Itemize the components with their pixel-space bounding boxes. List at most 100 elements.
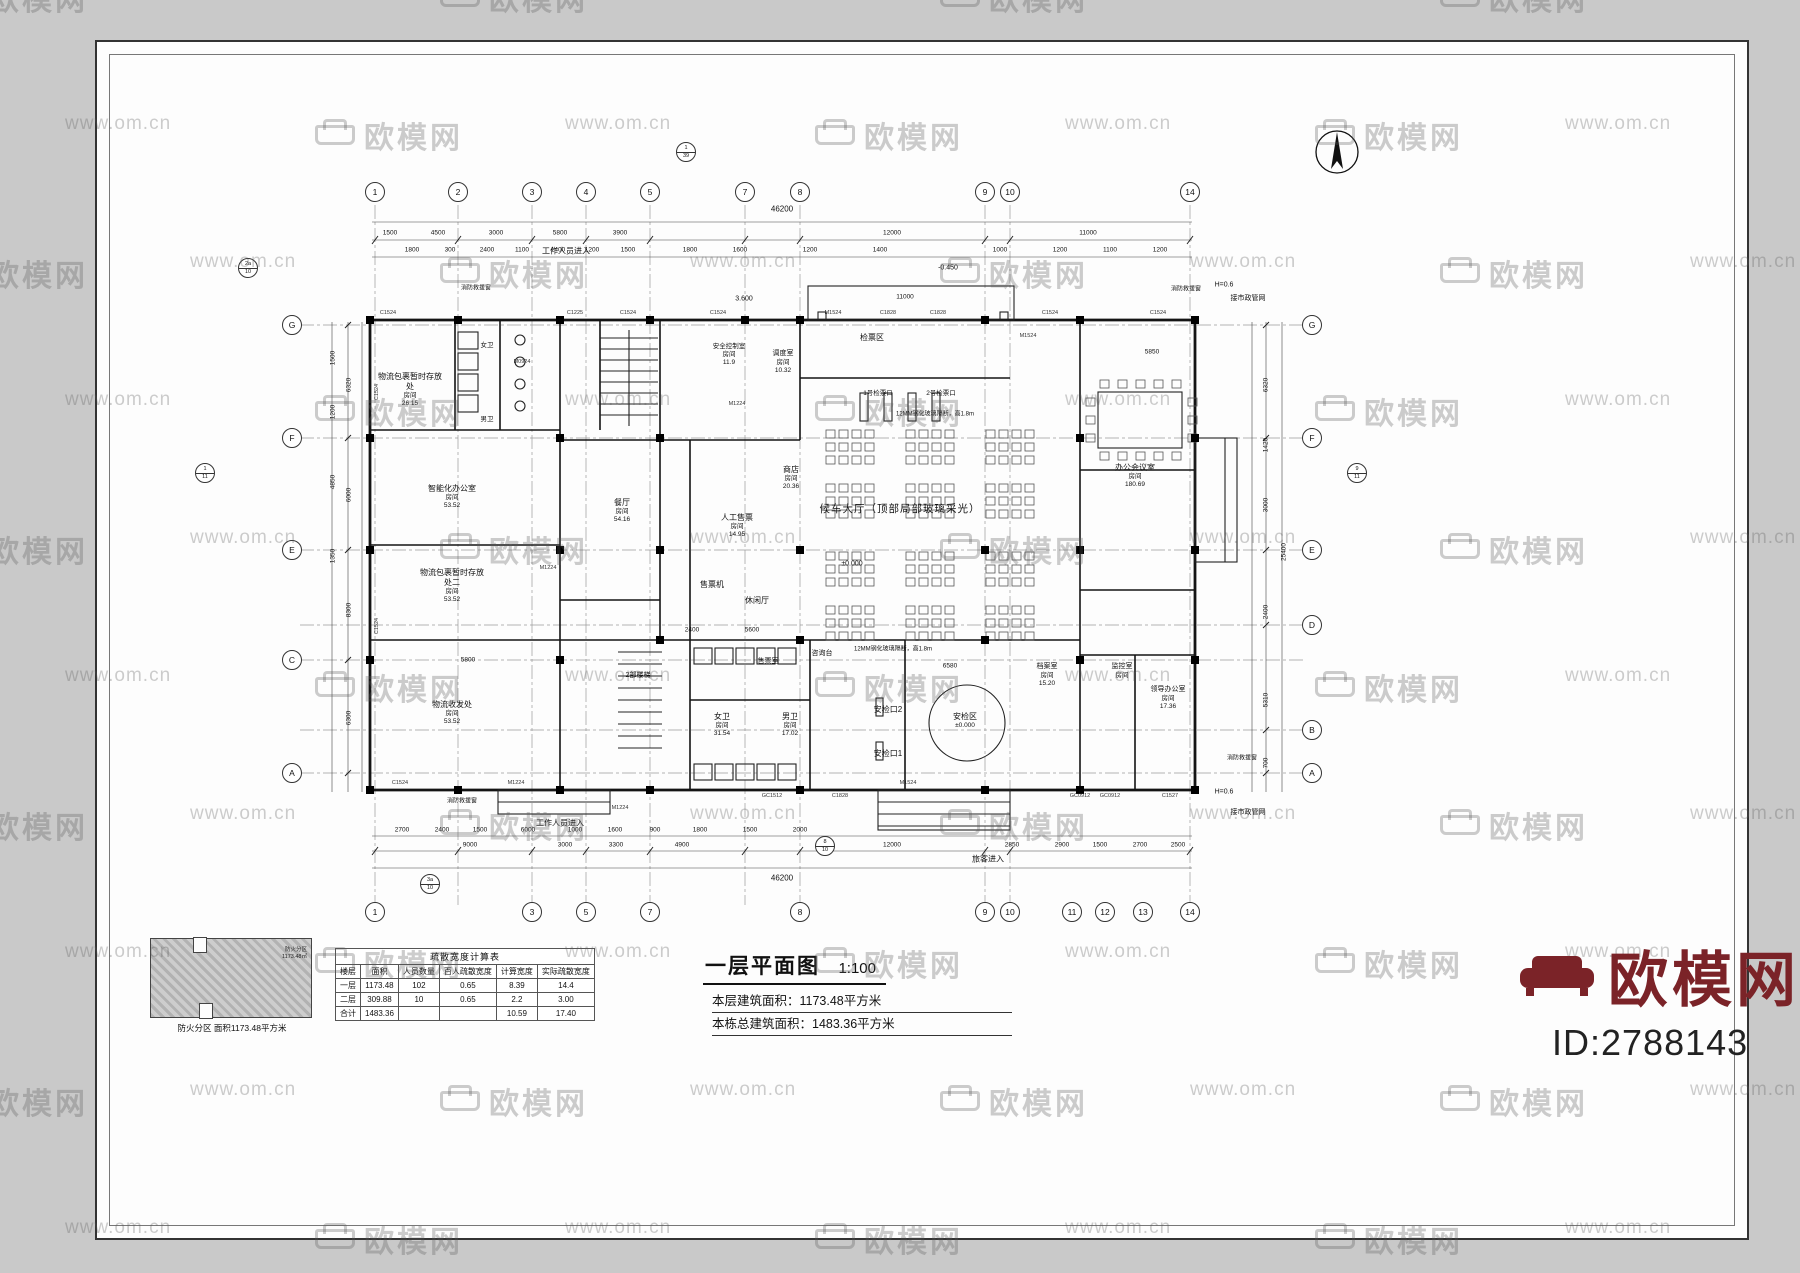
door-window-tag: C1524 bbox=[1041, 310, 1059, 316]
dim-label: 12000 bbox=[882, 841, 902, 849]
dim-label: 6580 bbox=[942, 662, 958, 670]
dim-label: 2700 bbox=[394, 826, 410, 834]
dim-label: 1200 bbox=[1052, 246, 1068, 254]
table-cell: 17.40 bbox=[536, 1006, 595, 1021]
north-arrow-icon bbox=[1315, 130, 1359, 174]
grid-bubble: 13 bbox=[1133, 902, 1153, 922]
room-label: 安检区±0.000 bbox=[953, 712, 977, 729]
grid-bubble: E bbox=[1302, 540, 1322, 560]
table-cell: 1483.36 bbox=[360, 1006, 399, 1021]
room-label: 售票机 bbox=[700, 580, 724, 589]
dim-label: 1800 bbox=[404, 246, 420, 254]
door-window-tag: M1224 bbox=[539, 565, 557, 571]
door-window-tag: C1524 bbox=[1149, 310, 1167, 316]
grid-bubble: F bbox=[282, 428, 302, 448]
title-text: 一层平面图 bbox=[705, 955, 820, 978]
door-window-tag: C1828 bbox=[929, 310, 947, 316]
fire-zone-key-plan: 防火分区 1173.48㎡ bbox=[150, 937, 312, 1019]
door-window-tag: M1524 bbox=[824, 310, 842, 316]
dim-label: 4900 bbox=[674, 841, 690, 849]
fire-rescue-window-note: 消防救援窗 bbox=[460, 285, 492, 292]
dim-label: 1800 bbox=[682, 246, 698, 254]
door-window-tag: C1524 bbox=[379, 310, 397, 316]
elevation-label: ±0.000 bbox=[841, 560, 863, 568]
door-window-tag: M1224 bbox=[611, 805, 629, 811]
structures bbox=[457, 285, 1238, 831]
door-window-tag: C1524 bbox=[619, 310, 637, 316]
site-logo-text: 欧模网 bbox=[1608, 947, 1800, 1014]
site-logo[interactable]: 欧模网 bbox=[1518, 932, 1800, 1019]
dim-label: 1500 bbox=[1092, 841, 1108, 849]
grid-bubble: 11 bbox=[1062, 902, 1082, 922]
dimension-lines bbox=[331, 221, 1283, 869]
glass-partition-note: 12MM钢化玻璃隔断，高1.8m bbox=[853, 646, 933, 653]
dim-label: 5310 bbox=[1262, 692, 1270, 708]
table-row: 二层 309.88 10 0.65 2.2 3.00 bbox=[335, 992, 595, 1007]
grid-bubble: 10 bbox=[1000, 902, 1020, 922]
room-label: 男卫 bbox=[480, 416, 494, 423]
dim-label: 900 bbox=[649, 826, 661, 834]
dim-label: 8300 bbox=[345, 602, 353, 618]
waiting-seats bbox=[825, 429, 1035, 641]
room-label: 监控室房间 bbox=[1111, 663, 1133, 679]
table-header: 实际疏散宽度 bbox=[536, 964, 595, 979]
table-cell: 二层 bbox=[335, 992, 361, 1007]
total-area-note: 本栋总建筑面积：1483.36平方米 bbox=[712, 1013, 1012, 1036]
table-header: 面积 bbox=[360, 964, 399, 979]
dim-label: 1000 bbox=[567, 826, 583, 834]
table-header: 计算宽度 bbox=[495, 964, 538, 979]
elevation-label: -0.450 bbox=[938, 264, 958, 272]
dim-label: 5850 bbox=[1144, 348, 1160, 356]
dim-label: 3900 bbox=[612, 229, 628, 237]
dim-label: 2000 bbox=[792, 826, 808, 834]
door-window-tag: M1224 bbox=[507, 780, 525, 786]
dim-label: 2400 bbox=[434, 826, 450, 834]
door-window-tag: C1527 bbox=[1161, 793, 1179, 799]
room-label: 检票区 bbox=[860, 333, 884, 342]
grid-bubble: 10 bbox=[1000, 182, 1020, 202]
table-cell: 14.4 bbox=[536, 978, 595, 993]
dim-label: 1200 bbox=[584, 246, 600, 254]
grid-bubble: 12 bbox=[1095, 902, 1115, 922]
dim-label: 1200 bbox=[1152, 246, 1168, 254]
table-header: 人员数量 bbox=[397, 964, 440, 979]
grid-bubble: D bbox=[1302, 615, 1322, 635]
dim-label: 1500 bbox=[329, 350, 337, 366]
door-window-tag: M0924 bbox=[513, 359, 531, 365]
door-window-tag: C1225 bbox=[566, 310, 584, 316]
room-label: 休闲厅 bbox=[745, 596, 769, 605]
table-cell: 10.59 bbox=[495, 1006, 538, 1021]
grid-bubble: B bbox=[1302, 720, 1322, 740]
room-label: 售票室 bbox=[757, 658, 779, 665]
dim-label: 3000 bbox=[1262, 497, 1270, 513]
dim-label: 2850 bbox=[1004, 841, 1020, 849]
fire-rescue-window-note: 消防救援窗 bbox=[1170, 286, 1202, 293]
table-cell: 2.2 bbox=[495, 992, 538, 1007]
dim-label: 3000 bbox=[488, 229, 504, 237]
municipal-network-note: 接市政管网 bbox=[1230, 295, 1266, 302]
room-label: 候车大厅（顶部局部玻璃采光） bbox=[819, 503, 981, 515]
glass-partition-note: 12MM钢化玻璃隔断，高1.8m bbox=[895, 411, 975, 418]
door-window-tag: C1524 bbox=[374, 383, 380, 401]
table-header: 百人疏散宽度 bbox=[438, 964, 497, 979]
grid-bubble: A bbox=[282, 763, 302, 783]
dim-label: 6000 bbox=[520, 826, 536, 834]
dim-label: 1350 bbox=[329, 548, 337, 564]
dim-label: 1200 bbox=[329, 404, 337, 420]
grid-bubble: 8 bbox=[790, 182, 810, 202]
grid-bubble: 8 bbox=[790, 902, 810, 922]
door-window-tag: M1524 bbox=[1019, 333, 1037, 339]
dim-label: 300 bbox=[444, 246, 456, 254]
h-value-note: H=0.6 bbox=[1214, 281, 1234, 289]
room-label: 2号检票口 bbox=[926, 390, 956, 397]
dim-label: 4850 bbox=[329, 474, 337, 490]
table-cell: 1173.48 bbox=[360, 978, 399, 993]
fire-rescue-window-note: 消防救援窗 bbox=[1226, 755, 1258, 762]
door-window-tag: C1828 bbox=[879, 310, 897, 316]
